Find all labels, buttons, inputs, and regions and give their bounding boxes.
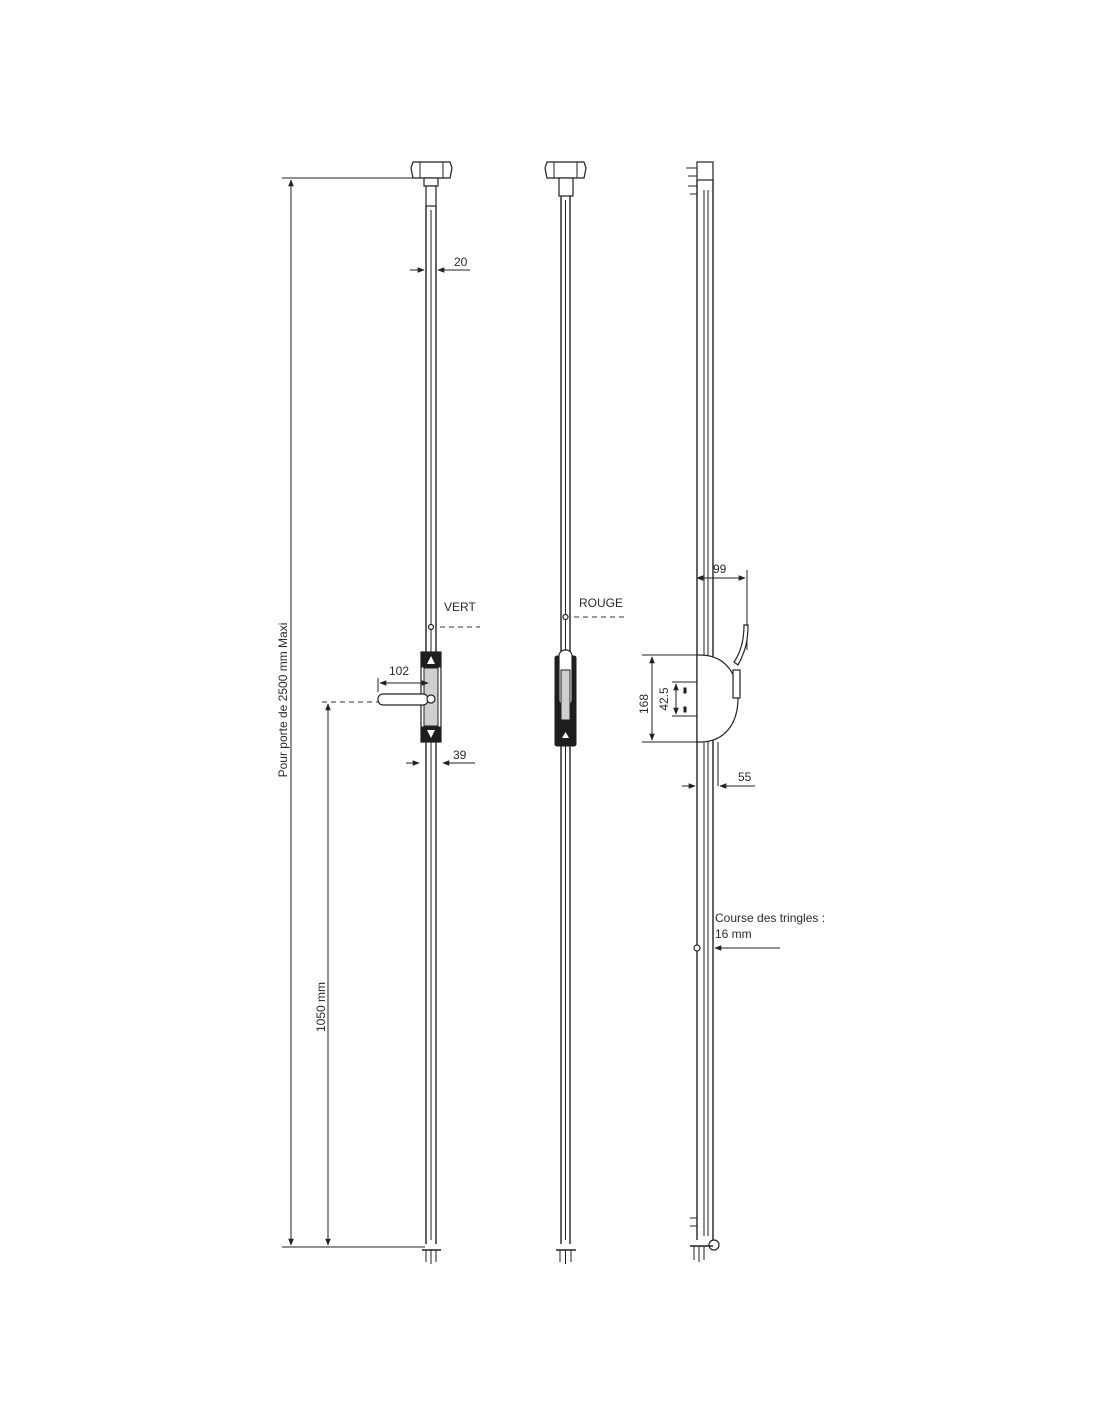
side-height-label: 168 [637, 694, 651, 714]
top-cap-middle [544, 161, 587, 179]
handle-side [733, 624, 749, 666]
stroke-note-line1: Course des tringles : [715, 911, 825, 925]
front-view: 20 VERT 102 39 [377, 161, 480, 1264]
handle-length-label: 102 [389, 664, 409, 678]
side-depth-label: 55 [738, 770, 752, 784]
side-view: 99 168 42.5 55 Course des tringles : 16 … [637, 161, 825, 1262]
rod-width-label: 20 [454, 255, 468, 269]
side-offset-label: 99 [713, 562, 727, 576]
overall-height-dimension: Pour porte de 2500 mm Maxi [276, 177, 425, 1248]
top-cap-side [696, 161, 714, 181]
box-depth-label: 39 [453, 748, 467, 762]
top-cap [410, 161, 453, 179]
handle-height-dimension: 1050 mm [314, 701, 378, 1246]
side-spacing-label: 42.5 [657, 687, 671, 711]
handle-height-label: 1050 mm [314, 982, 328, 1032]
overall-height-label: Pour porte de 2500 mm Maxi [276, 623, 290, 778]
lock-body-side [696, 654, 739, 743]
marker-left-label: VERT [444, 600, 476, 614]
middle-view: ROUGE [544, 161, 626, 1264]
handle-lever [377, 693, 429, 706]
stroke-note-line2: 16 mm [715, 927, 752, 941]
marker-middle-label: ROUGE [579, 596, 623, 610]
